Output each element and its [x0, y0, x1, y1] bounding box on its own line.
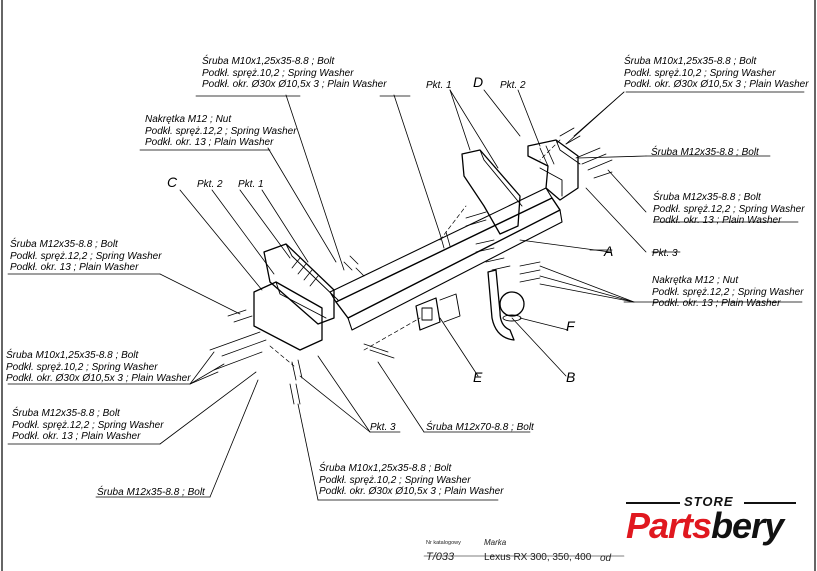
label-nut-m12-left: Nakrętka M12 ; Nut Podkł. spręż.12,2 ; S… — [145, 114, 297, 149]
label-line: Nakrętka M12 ; Nut — [145, 114, 232, 125]
part-letter-e: E — [473, 369, 483, 385]
label-line: Śruba M12x35-8.8 ; Bolt — [10, 239, 118, 250]
label-line: Podkł. spręż.12,2 ; Spring Washer — [653, 203, 805, 215]
label-line: Śruba M10x1,25x35-8.8 ; Bolt — [319, 463, 452, 474]
label-line: Podkł. spręż.12,2 ; Spring Washer — [12, 419, 164, 431]
part-letter-a: A — [604, 243, 614, 259]
label-line: Śruba M12x35-8.8 ; Bolt — [97, 487, 205, 498]
label-line: Podkł. spręż.12,2 ; Spring Washer — [652, 286, 804, 298]
pkt-1-top: Pkt. 1 — [426, 80, 452, 91]
catalog-number: T/033 — [426, 551, 455, 563]
label-line: Śruba M12x35-8.8 ; Bolt — [653, 192, 761, 203]
label-line: Śruba M12x70-8.8 ; Bolt — [426, 422, 534, 433]
label-line: Podkł. okr. 13 ; Plain Washer — [10, 262, 139, 273]
label-line: Nakrętka M12 ; Nut — [652, 275, 739, 286]
label-line: Podkł. okr. Ø30x Ø10,5x 3 ; Plain Washer — [624, 79, 809, 90]
label-line: Podkł. okr. 13 ; Plain Washer — [652, 298, 781, 309]
label-line: Podkł. spręż.10,2 ; Spring Washer — [6, 361, 158, 373]
label-line: Śruba M10x1,25x35-8.8 ; Bolt — [624, 56, 757, 67]
label-bolt-m10-left: Śruba M10x1,25x35-8.8 ; Bolt Podkł. sprę… — [6, 350, 191, 385]
crossbar-beam — [335, 197, 561, 319]
label-bolt-m10-bottom: Śruba M10x1,25x35-8.8 ; Bolt Podkł. sprę… — [319, 463, 504, 498]
label-line: Podkł. spręż.10,2 ; Spring Washer — [624, 67, 776, 79]
label-bolt-m12-bottom: Śruba M12x35-8.8 ; Bolt — [97, 487, 205, 499]
logo-wordmark: Partsbery — [626, 505, 784, 546]
label-bolt-m12-left: Śruba M12x35-8.8 ; Bolt Podkł. spręż.12,… — [10, 239, 162, 274]
partsbery-logo: STORE Partsbery — [626, 494, 806, 554]
label-line: Podkł. okr. Ø30x Ø10,5x 3 ; Plain Washer — [202, 79, 387, 90]
logo-rule-right — [744, 502, 796, 504]
logo-word-red: Parts — [626, 505, 712, 546]
label-bolt-m12-right: Śruba M12x35-8.8 ; Bolt Podkł. spręż.12,… — [653, 192, 805, 227]
label-line: Podkł. okr. Ø30x Ø10,5x 3 ; Plain Washer — [6, 373, 191, 384]
label-line: Podkł. spręż.10,2 ; Spring Washer — [319, 474, 471, 486]
label-line: Podkł. okr. 13 ; Plain Washer — [653, 215, 782, 226]
part-letter-c: C — [167, 174, 178, 190]
label-line: Śruba M12x35-8.8 ; Bolt — [651, 147, 759, 158]
center-bracket — [461, 149, 521, 235]
socket-plate — [415, 297, 441, 331]
model-suffix: od — [600, 553, 612, 564]
pkt-3-bottom: Pkt. 3 — [370, 422, 396, 433]
label-line: Podkł. spręż.12,2 ; Spring Washer — [10, 250, 162, 262]
left-bracket — [253, 281, 323, 351]
pkt-3-right: Pkt. 3 — [652, 248, 678, 259]
catalog-label: Nr katalogowy — [426, 540, 461, 546]
ball-neck — [487, 269, 515, 341]
label-bolt-m12-right-single: Śruba M12x35-8.8 ; Bolt — [651, 147, 759, 159]
logo-store-text: STORE — [684, 494, 734, 509]
label-bolt-m12x70: Śruba M12x70-8.8 ; Bolt — [426, 422, 534, 434]
vehicle-model: Lexus RX 300, 350, 400 — [484, 552, 592, 563]
label-nut-m12-right: Nakrętka M12 ; Nut Podkł. spręż.12,2 ; S… — [652, 275, 804, 310]
label-line: Podkł. spręż.10,2 ; Spring Washer — [202, 67, 354, 79]
pkt-1-left: Pkt. 1 — [238, 179, 264, 190]
label-bolt-m10-top-right: Śruba M10x1,25x35-8.8 ; Bolt Podkł. sprę… — [624, 56, 809, 91]
label-line: Śruba M10x1,25x35-8.8 ; Bolt — [202, 56, 335, 67]
part-letter-f: F — [566, 318, 575, 334]
pkt-2-left: Pkt. 2 — [197, 179, 223, 190]
tow-ball — [499, 291, 525, 317]
label-line: Podkł. spręż.12,2 ; Spring Washer — [145, 125, 297, 137]
brand-label: Marka — [484, 538, 507, 547]
label-line: Podkł. okr. 13 ; Plain Washer — [12, 431, 141, 442]
part-letter-d: D — [473, 74, 484, 90]
label-line: Śruba M10x1,25x35-8.8 ; Bolt — [6, 350, 139, 361]
label-bolt-m10-top: Śruba M10x1,25x35-8.8 ; Bolt Podkł. sprę… — [202, 56, 387, 91]
logo-rule-left — [626, 502, 680, 504]
label-line: Podkł. okr. 13 ; Plain Washer — [145, 137, 274, 148]
logo-word-dark: bery — [711, 505, 784, 546]
label-line: Śruba M12x35-8.8 ; Bolt — [12, 408, 120, 419]
label-line: Podkł. okr. Ø30x Ø10,5x 3 ; Plain Washer — [319, 486, 504, 497]
part-letter-b: B — [566, 369, 576, 385]
right-bracket — [527, 139, 579, 201]
label-bolt-m12-lower-left: Śruba M12x35-8.8 ; Bolt Podkł. spręż.12,… — [12, 408, 164, 443]
pkt-2-top: Pkt. 2 — [500, 80, 526, 91]
